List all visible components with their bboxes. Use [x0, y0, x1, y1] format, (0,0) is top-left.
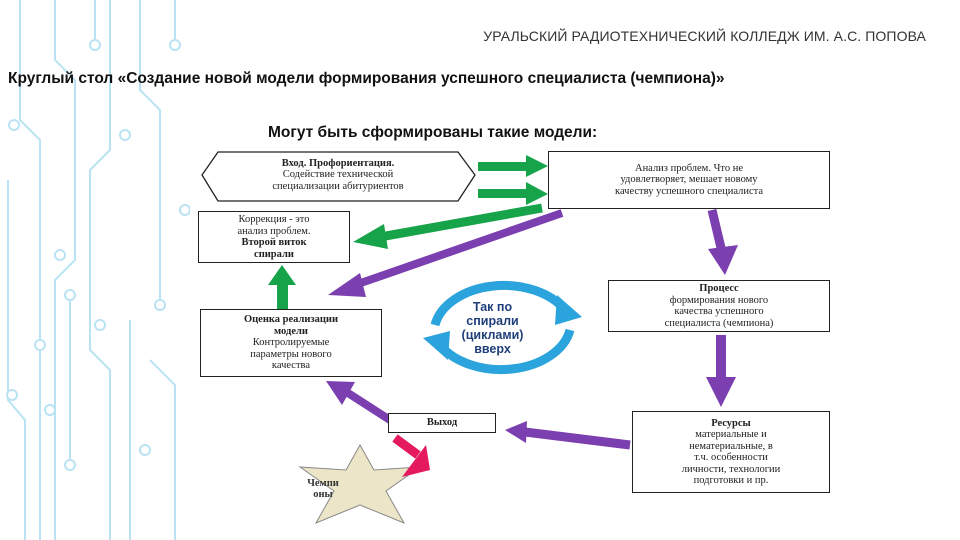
champion-star — [298, 443, 422, 525]
green-arrow-1-shaft — [478, 162, 526, 171]
purple-arrow-2-head — [708, 245, 738, 275]
evaluation-head1: Оценка реализации — [243, 314, 339, 326]
resources-line4: личности, технологии — [681, 463, 781, 475]
evaluation-head2: модели — [274, 325, 308, 337]
correction-box: Коррекция - это анализ проблем. Второй в… — [198, 211, 350, 263]
purple-arrow-1-shaft — [353, 209, 564, 289]
purple-arrow-3-shaft — [716, 335, 726, 379]
star-line1: Чемпи — [307, 478, 339, 489]
evaluation-box: Оценка реализации модели Контролируемые … — [200, 309, 382, 377]
exit-label: Выход — [426, 417, 458, 429]
correction-line1: Коррекция - это — [238, 214, 310, 225]
purple-arrow-5-shaft — [345, 389, 393, 424]
diagram-arrows — [201, 151, 738, 525]
model-diagram: Вход. Профориентация. Содействие техниче… — [190, 145, 840, 525]
spiral-line3: (циклами) — [461, 328, 524, 342]
process-line3: специалиста (чемпиона) — [664, 317, 774, 329]
spiral-line1: Так по — [472, 300, 513, 314]
college-header: УРАЛЬСКИЙ РАДИОТЕХНИЧЕСКИЙ КОЛЛЕДЖ ИМ. А… — [483, 28, 926, 44]
purple-arrow-4-head — [505, 421, 527, 443]
entry-box: Вход. Профориентация. Содействие техниче… — [212, 151, 464, 199]
entry-hexagon — [201, 151, 476, 202]
green-arrow-3-shaft — [379, 203, 543, 242]
entry-line2: специализации абитуриентов — [272, 180, 404, 192]
resources-line5: подготовки и пр. — [693, 475, 769, 486]
spiral-arrow-top — [430, 280, 569, 327]
pink-arrow-head — [402, 445, 430, 477]
spiral-arrowhead-top — [555, 295, 582, 325]
star-label: Чемпи оны — [293, 478, 353, 500]
purple-arrow-2-shaft — [707, 208, 727, 254]
resources-line2: нематериальные, в — [689, 440, 773, 452]
exit-box: Выход — [388, 413, 496, 433]
page-subtitle: Могут быть сформированы такие модели: — [268, 124, 598, 141]
analysis-line2: качеству успешного специалиста — [615, 185, 763, 197]
green-arrow-2-shaft — [478, 189, 526, 198]
green-arrow-4-shaft — [277, 283, 288, 311]
resources-head: Ресурсы — [711, 417, 751, 429]
process-head: Процесс — [699, 283, 739, 294]
resources-box: Ресурсы материальные и нематериальные, в… — [632, 411, 830, 493]
correction-line2: анализ проблем. — [237, 225, 311, 237]
green-arrow-1-head — [526, 155, 548, 177]
purple-arrow-4-shaft — [524, 427, 631, 450]
page-title: Круглый стол «Создание новой модели форм… — [8, 70, 725, 87]
resources-line1: материальные и — [695, 429, 767, 440]
entry-head: Вход. Профориентация. — [281, 157, 395, 169]
analysis-head: Анализ проблем. Что не — [634, 162, 743, 174]
star-line2: оны — [313, 489, 333, 500]
correction-line4: спирали — [254, 248, 294, 260]
correction-line3: Второй виток — [241, 237, 307, 248]
spiral-label: Так по спирали (циклами) вверх — [445, 300, 540, 356]
pink-arrow-shaft — [392, 434, 421, 459]
spiral-arrowhead-bottom — [423, 331, 450, 360]
evaluation-line3: качества — [271, 360, 311, 372]
green-arrow-2-head — [526, 182, 548, 205]
evaluation-line2: параметры нового — [250, 348, 332, 360]
purple-arrow-3-head — [706, 377, 736, 407]
purple-arrow-1-head — [328, 273, 366, 297]
analysis-line1: удовлетворяет, мешает новому — [620, 174, 758, 186]
resources-line3: т.ч. особенности — [694, 452, 768, 463]
purple-arrow-5-head — [326, 381, 355, 405]
spiral-line4: вверх — [474, 342, 511, 356]
green-arrow-4-head — [268, 265, 296, 285]
green-arrow-3-head — [353, 224, 388, 249]
process-line2: качества успешного — [674, 306, 764, 317]
process-box: Процесс формирования нового качества усп… — [608, 280, 830, 332]
analysis-box: Анализ проблем. Что не удовлетворяет, ме… — [548, 151, 830, 209]
entry-line1: Содействие технической — [282, 169, 394, 181]
spiral-arrow-bottom — [436, 328, 575, 375]
spiral-line2: спирали — [466, 314, 519, 328]
evaluation-line1: Контролируемые — [252, 337, 330, 349]
process-line1: формирования нового — [669, 294, 769, 306]
